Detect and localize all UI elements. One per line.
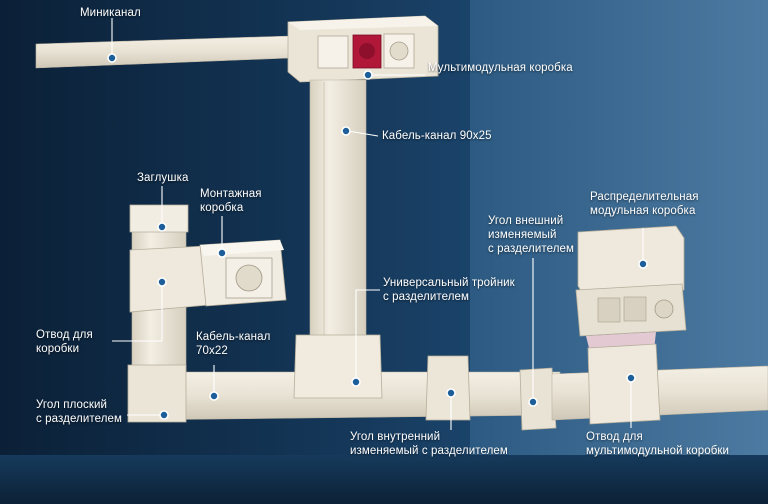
- label-tee: Универсальный тройник с разделителем: [383, 277, 515, 303]
- label-inner-corner: Угол внутренний изменяемый с разделителе…: [350, 431, 508, 457]
- floor: [0, 455, 768, 504]
- flat-corner-fitting: [127, 364, 187, 423]
- tee-fitting: [293, 334, 383, 399]
- outer-corner-fitting: [519, 367, 557, 431]
- label-flat-corner: Угол плоский с разделителем: [36, 399, 123, 425]
- mounting-box: [199, 239, 287, 307]
- distribution-box: [575, 225, 687, 352]
- label-cable-channel-90x25: Кабель-канал 90x25: [382, 130, 492, 142]
- cable-channel-90x25: [309, 79, 367, 346]
- end-cap: [129, 204, 189, 233]
- label-mounting-box: Монтажная коробка: [200, 188, 262, 214]
- label-outer-corner: Угол внешний изменяемый с разделителем: [488, 215, 575, 255]
- label-multimodule-branch: Отвод для мультимодульной коробки: [586, 431, 730, 457]
- label-minikanal: Миниканал: [80, 7, 141, 19]
- leader-lines: [111, 18, 644, 430]
- multimodule-branch-fitting: [587, 343, 661, 425]
- label-distribution-box: Распределительная модульная коробка: [590, 191, 699, 217]
- label-cable-channel-70x22: Кабель-канал 70x22: [196, 331, 271, 357]
- multimodule-box: [287, 15, 439, 83]
- leader-markers: [107, 53, 648, 420]
- box-branch-fitting: [129, 245, 209, 313]
- inner-corner-fitting: [425, 355, 471, 421]
- label-box-branch: Отвод для коробки: [36, 329, 93, 355]
- label-multimodule-box: Мультимодульная коробка: [428, 62, 573, 74]
- label-end-cap: Заглушка: [137, 172, 189, 184]
